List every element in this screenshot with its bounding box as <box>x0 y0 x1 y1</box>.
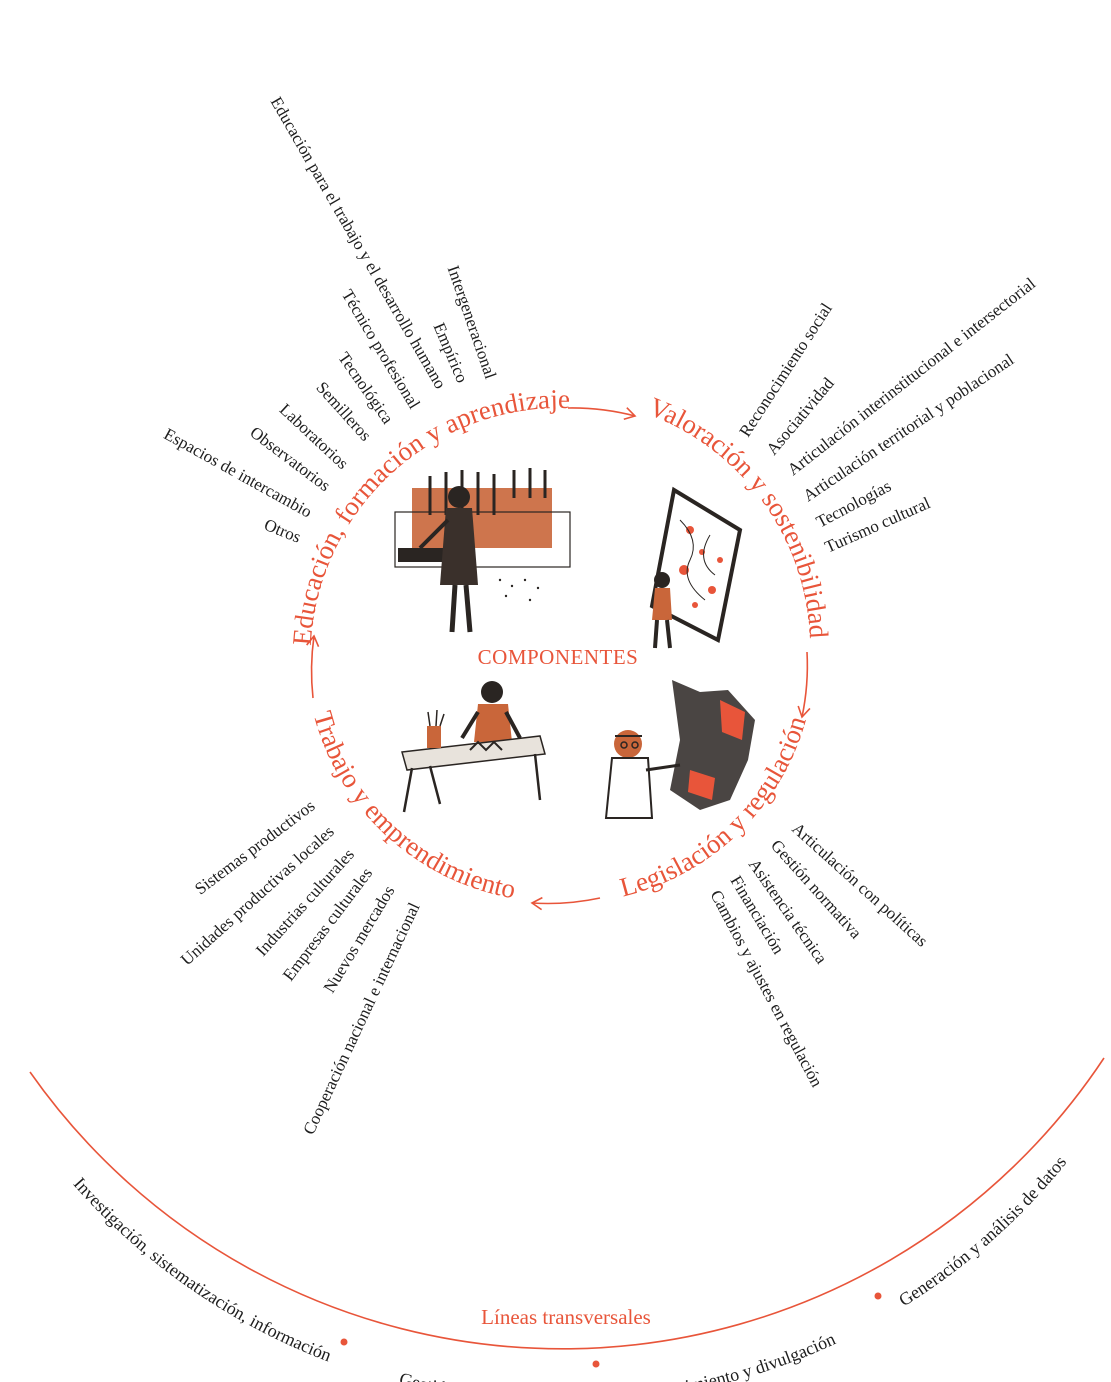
artisan-illustration <box>401 681 546 813</box>
arrow-val-to-leg <box>797 651 811 719</box>
education-item: Espacios de intercambio <box>161 424 316 521</box>
legislation-items: Articulación con políticas Gestión norma… <box>706 819 931 1091</box>
transversal-item: Generación y análisis de datos <box>895 1152 1070 1310</box>
education-item: Educación para el trabajo y el desarroll… <box>267 93 450 392</box>
transversal-arc <box>29 1057 1105 1350</box>
work-items: Sistemas productivos Unidades productiva… <box>177 796 424 1137</box>
transversal-separators <box>340 1292 882 1368</box>
separator-dot <box>874 1292 882 1300</box>
arrow-leg-to-trab <box>530 896 601 911</box>
transversal-item: Gestión y participación <box>397 1369 564 1382</box>
arrow-trab-to-edu <box>306 634 320 699</box>
center-label: COMPONENTES <box>478 645 639 669</box>
painter-illustration <box>649 486 743 649</box>
transversal-item: Conocimiento y divulgación <box>638 1329 838 1382</box>
designer-illustration <box>604 680 755 819</box>
separator-dot <box>592 1360 600 1368</box>
education-items: Educación para el trabajo y el desarroll… <box>161 93 501 546</box>
transversal-item: Investigación, sistematización, informac… <box>70 1174 334 1366</box>
education-item: Otros <box>261 515 303 547</box>
transversal-title: Líneas transversales <box>481 1305 651 1329</box>
blacksmith-illustration <box>394 468 571 633</box>
cycle-arrows <box>306 407 811 911</box>
separator-dot <box>340 1338 348 1346</box>
arrow-edu-to-val <box>567 407 637 421</box>
